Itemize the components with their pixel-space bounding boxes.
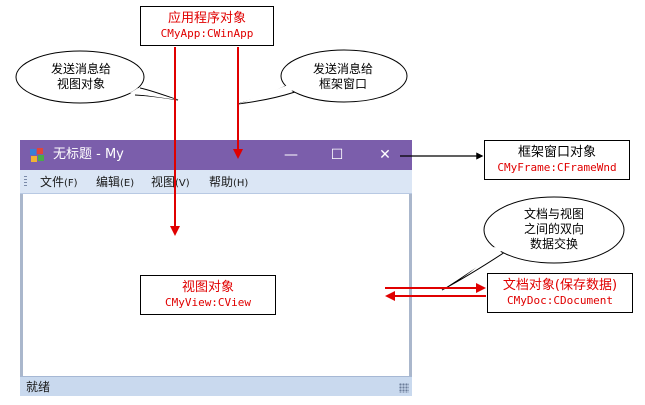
app-window: 无标题 - My — ☐ ✕ 文件(F) 编辑(E) 视图(V) 帮助(H) 就…	[20, 140, 412, 396]
app-object-box: 应用程序对象 CMyApp:CWinApp	[140, 6, 274, 46]
callout-bubble-to-view	[15, 50, 179, 104]
menu-help[interactable]: 帮助(H)	[209, 175, 249, 189]
minimize-button[interactable]: —	[284, 147, 298, 163]
frame-object-box: 框架窗口对象 CMyFrame:CFrameWnd	[484, 140, 630, 180]
bubble-to-frame-text: 发送消息给框架窗口	[312, 62, 373, 91]
doc-object-box: 文档对象(保存数据) CMyDoc:CDocument	[487, 273, 633, 313]
callout-bubble-to-frame	[237, 49, 408, 105]
app-icon	[30, 148, 44, 162]
callout-bubble-doc-view	[441, 196, 625, 291]
size-grip-icon[interactable]	[399, 383, 409, 393]
view-object-box: 视图对象 CMyView:CView	[140, 275, 276, 315]
toolbar-grip-icon[interactable]	[24, 176, 27, 188]
menu-bar: 文件(F) 编辑(E) 视图(V) 帮助(H)	[20, 170, 412, 194]
status-text: 就绪	[26, 380, 51, 394]
menu-view[interactable]: 视图(V)	[151, 175, 190, 189]
window-titlebar[interactable]: 无标题 - My — ☐ ✕	[20, 140, 412, 170]
window-title: 无标题 - My	[53, 147, 124, 162]
maximize-button[interactable]: ☐	[330, 147, 344, 163]
menu-edit[interactable]: 编辑(E)	[96, 175, 135, 189]
close-button[interactable]: ✕	[379, 147, 391, 163]
status-bar: 就绪	[20, 376, 412, 396]
menu-file[interactable]: 文件(F)	[40, 175, 78, 189]
bubble-doc-view-text: 文档与视图之间的双向数据交换	[523, 207, 584, 251]
bubble-to-view-text: 发送消息给视图对象	[50, 62, 111, 91]
